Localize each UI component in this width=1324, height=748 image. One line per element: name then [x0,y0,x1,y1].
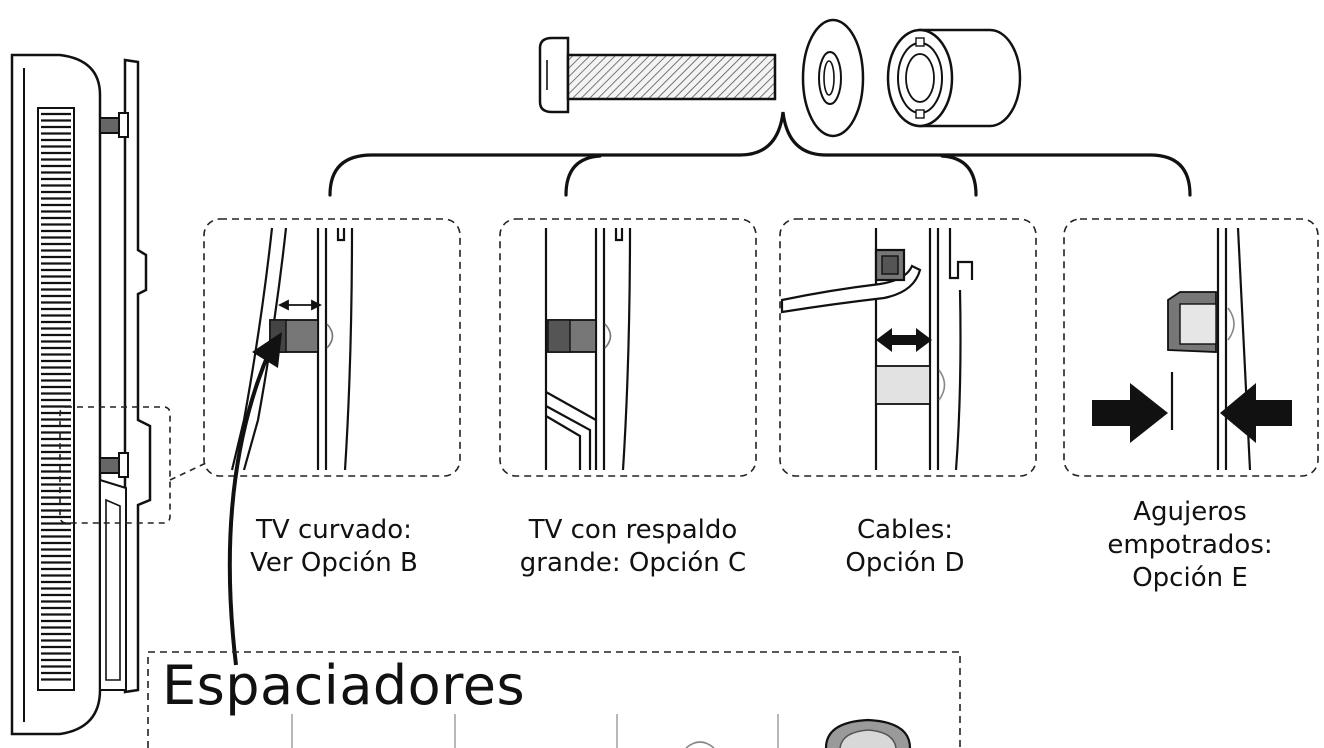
caption-option-c: TV con respaldo grande: Opción C [490,514,776,580]
caption-option-b-line1: TV curvado: [256,515,412,545]
caption-option-e-line3: Opción E [1132,563,1248,593]
cable [780,248,922,314]
option-brace [328,111,1192,197]
screw [538,36,777,114]
press-arrows [1092,383,1292,443]
caption-option-d-line2: Opción D [845,548,965,578]
spacing-double-arrow [876,328,932,352]
spacers-title: Espaciadores [162,654,526,717]
gap-double-arrow [277,299,323,311]
panel-option-b [203,218,461,477]
caption-option-c-line2: grande: Opción C [519,548,747,578]
tv-side-profile [10,53,102,736]
caption-option-c-line1: TV con respaldo [528,515,738,545]
wall-bracket [99,58,152,694]
pointer-arrow [227,332,282,666]
spacers-box [147,651,961,748]
panel-option-d [779,218,1037,477]
caption-option-e-line1: Agujeros [1133,497,1247,527]
zoom-region [59,406,207,524]
caption-option-d-line1: Cables: [856,515,954,545]
washer [801,18,865,138]
caption-option-b: TV curvado: Ver Opción B [206,514,462,580]
spacer-cylinder [886,28,1022,128]
panel-option-e [1063,218,1319,477]
panel-option-c [499,218,757,477]
caption-option-d: Cables: Opción D [800,514,1010,580]
caption-option-b-line2: Ver Opción B [250,548,418,578]
caption-option-e-line2: empotrados: [1107,530,1273,560]
caption-option-e: Agujeros empotrados: Opción E [1070,496,1310,595]
